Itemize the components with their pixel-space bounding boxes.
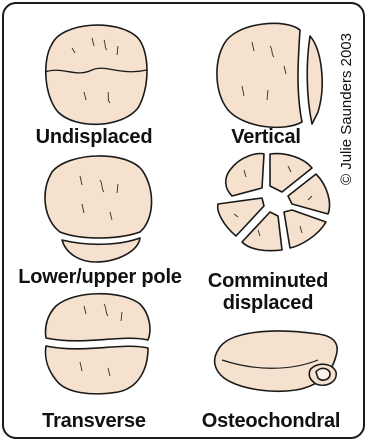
lower-upper-pole-label: Lower/upper pole xyxy=(10,266,190,288)
comminuted-displaced-patella xyxy=(218,154,330,251)
osteochondral-label: Osteochondral xyxy=(196,410,346,432)
lower-upper-pole-patella xyxy=(45,156,152,262)
undisplaced-label: Undisplaced xyxy=(24,126,164,148)
undisplaced-patella xyxy=(45,25,147,124)
illustrator-credit: © Julie Saunders 2003 xyxy=(338,33,355,185)
comminuted-displaced-label: Comminuted displaced xyxy=(196,270,340,314)
transverse-patella xyxy=(45,294,149,394)
transverse-label: Transverse xyxy=(24,410,164,432)
comminuted-label-line1: Comminuted xyxy=(196,270,340,292)
vertical-label: Vertical xyxy=(196,126,336,148)
comminuted-label-line2: displaced xyxy=(196,292,340,314)
vertical-patella xyxy=(217,23,322,127)
osteochondral-patella xyxy=(215,331,338,391)
